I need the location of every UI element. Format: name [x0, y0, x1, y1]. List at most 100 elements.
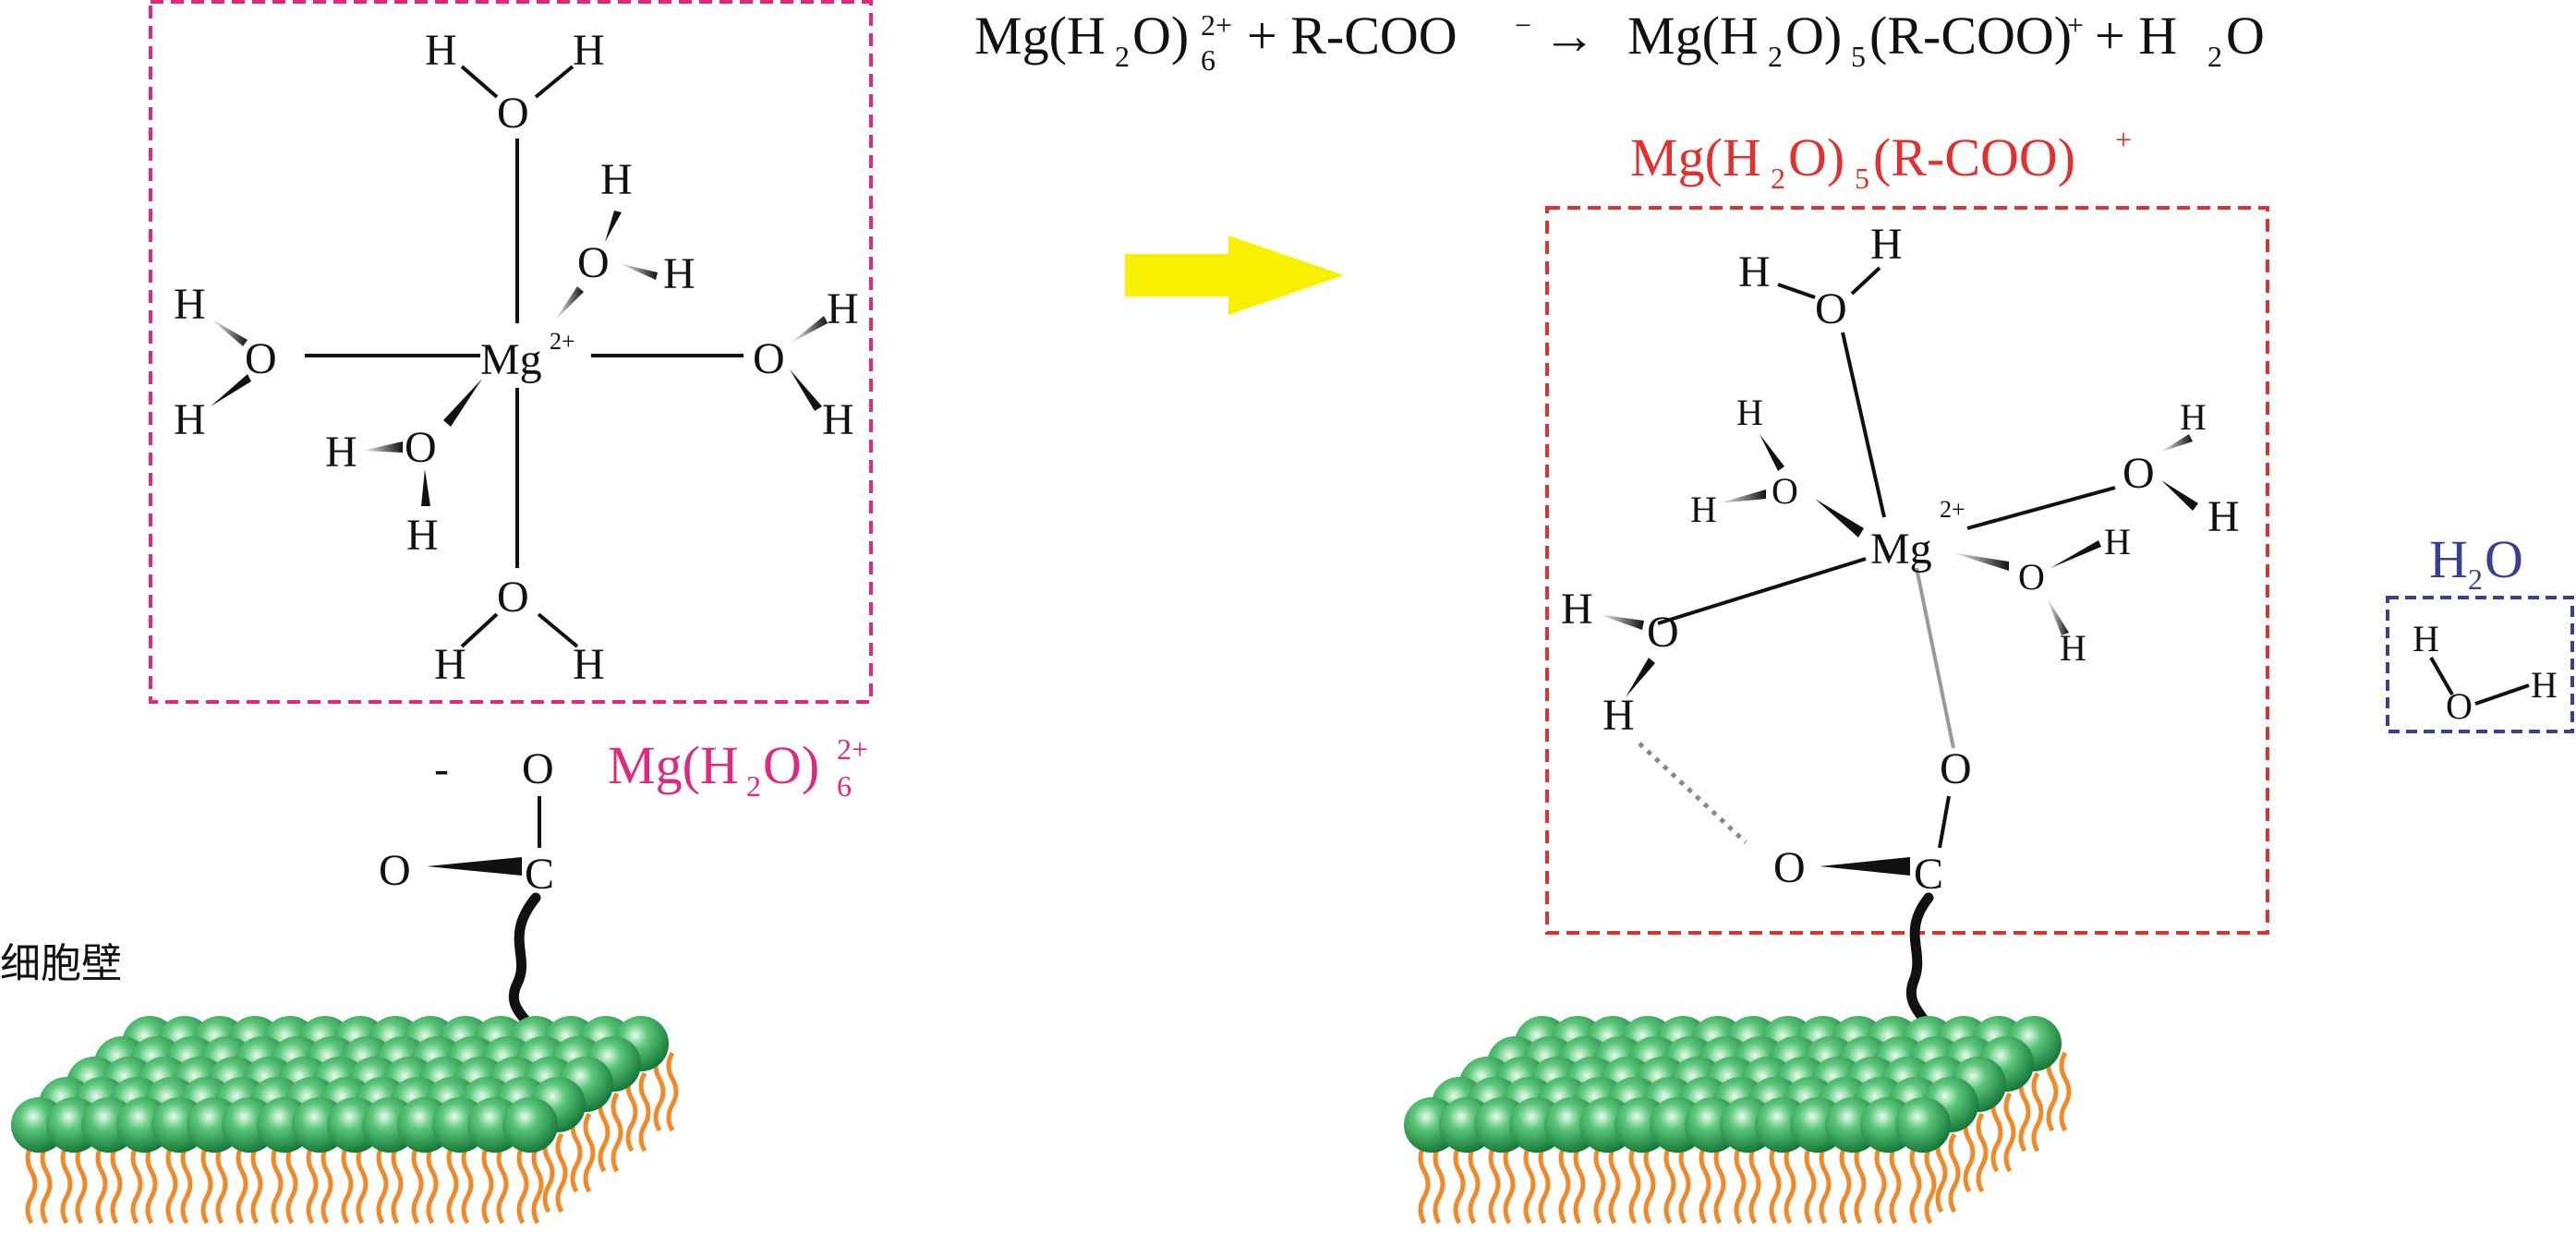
- atom-h-top-a: H: [425, 26, 457, 75]
- water-label-main: H: [2429, 529, 2468, 589]
- water-box: [2386, 596, 2574, 733]
- lipid-tail: [638, 1071, 651, 1153]
- lipid-tail: [236, 1143, 248, 1225]
- lipid-tail: [200, 1143, 213, 1225]
- mg-charge-right: 2+: [1940, 496, 1965, 523]
- atom-h: H: [2104, 521, 2131, 562]
- bond-right: [1966, 486, 2116, 530]
- lipid-tail: [1976, 1112, 1989, 1193]
- lipid-tail: [40, 1143, 53, 1225]
- wedge-oh: [1626, 658, 1655, 697]
- cell-membrane-left: [11, 1016, 679, 1225]
- lipid-tail: [145, 1143, 158, 1225]
- atom-h-top-b: H: [573, 26, 605, 75]
- lipid-tail: [1558, 1143, 1571, 1225]
- left-complex-box: [149, 0, 873, 704]
- lipid-tail: [1948, 1132, 1961, 1214]
- eq-arrow: →: [1542, 6, 1596, 66]
- lipid-tail: [1804, 1143, 1817, 1225]
- lipid-tail: [376, 1143, 389, 1225]
- wedge-oh: [2161, 480, 2198, 511]
- carboxylate-charge: -: [434, 744, 449, 793]
- eq-product1-mid: O): [1785, 6, 1842, 66]
- atom-h-front-a: H: [325, 428, 357, 477]
- lipid-tail: [583, 1112, 596, 1193]
- lipid-tail: [2059, 1051, 2072, 1132]
- lipid-tail: [1628, 1143, 1641, 1225]
- lipid-tail: [481, 1143, 494, 1225]
- atom-h-bottom-a: H: [434, 640, 466, 689]
- lipid-tail: [1418, 1143, 1431, 1225]
- eq-product1-tail: (R-COO): [1869, 6, 2072, 66]
- atom-h: H: [1738, 248, 1771, 296]
- eq-minus: −: [1515, 8, 1531, 42]
- lipid-tail: [306, 1143, 319, 1225]
- lipid-tail: [25, 1143, 38, 1225]
- wedge-oh: [2159, 434, 2193, 453]
- lipid-tail: [1909, 1143, 1922, 1225]
- water-label-sub: 2: [2468, 562, 2483, 596]
- carboxyl-o-free: O: [1773, 843, 1806, 892]
- membrane-bead: [502, 1097, 558, 1153]
- atom-h-bottom-b: H: [573, 640, 605, 689]
- lipid-tail: [110, 1143, 123, 1225]
- atom-h-front-b: H: [406, 511, 439, 560]
- atom-o-right: O: [753, 334, 785, 383]
- lipid-tail: [496, 1143, 509, 1225]
- lipid-tail: [1748, 1143, 1761, 1225]
- lipid-tail: [1593, 1143, 1606, 1225]
- lipid-tail: [1784, 1143, 1796, 1225]
- atom-o-left: O: [245, 334, 277, 383]
- eq-product1-count: 5: [1851, 40, 1866, 73]
- atom-h: H: [2207, 492, 2240, 541]
- atom-h: H: [1690, 489, 1717, 530]
- wedge-oh: [1598, 614, 1644, 630]
- bond-oh: [1850, 266, 1881, 296]
- lipid-tail: [1678, 1143, 1691, 1225]
- lipid-tail: [75, 1143, 88, 1225]
- right-complex-box: [1545, 206, 2269, 935]
- lipid-tail: [1608, 1143, 1621, 1225]
- atom-o-br: O: [2018, 556, 2045, 598]
- lipid-tail: [271, 1143, 284, 1225]
- left-label-charge: 2+: [837, 732, 868, 766]
- wedge-co: [1820, 857, 1910, 876]
- lipid-tail: [1924, 1143, 1937, 1225]
- atom-o-right-r: O: [2122, 449, 2155, 498]
- eq-reactant1-close: O): [1132, 6, 1189, 66]
- right-label-charge: +: [2115, 123, 2132, 156]
- lipid-tail: [1643, 1143, 1656, 1225]
- lipid-tail: [516, 1143, 529, 1225]
- wedge-oh: [2046, 596, 2069, 635]
- eq-reactant1-main: Mg(H: [974, 6, 1106, 66]
- left-complex-label: Mg(H 2 O) 2+ 6: [608, 732, 868, 803]
- lipid-tail: [446, 1143, 459, 1225]
- eq-reactant1-sub: 2: [1115, 40, 1130, 73]
- eq-plus-rcoo: + R-COO: [1247, 6, 1457, 66]
- lipid-tail: [2003, 1092, 2016, 1173]
- lipid-tail: [285, 1143, 298, 1225]
- lipid-tail: [1453, 1143, 1466, 1225]
- wedge-oh: [790, 316, 828, 344]
- lipid-tail: [1769, 1143, 1782, 1225]
- eq-product1-charge: +: [2067, 8, 2084, 42]
- lipid-tail: [165, 1143, 178, 1225]
- mg-charge: 2+: [550, 328, 575, 355]
- atom-h-back-a: H: [600, 155, 633, 204]
- wedge-oh: [2050, 540, 2101, 568]
- lipid-tail: [2031, 1071, 2044, 1153]
- lipid-tail: [1854, 1143, 1867, 1225]
- eq-product1-sub: 2: [1768, 40, 1783, 73]
- atom-h: H: [1561, 585, 1593, 634]
- lipid-tail: [426, 1143, 439, 1225]
- lipid-tail: [341, 1143, 354, 1225]
- wedge-oh: [362, 441, 403, 453]
- wedge-oh: [421, 469, 430, 506]
- bond-left: [1657, 557, 1867, 625]
- lipid-tail: [1713, 1143, 1726, 1225]
- lipid-tail: [1819, 1143, 1832, 1225]
- reaction-arrow: [1125, 236, 1344, 315]
- left-hexaaqua-complex: Mg 2+ O H H O H H O H H O H H O H H O H: [174, 26, 859, 689]
- atom-h-back-b: H: [663, 249, 695, 298]
